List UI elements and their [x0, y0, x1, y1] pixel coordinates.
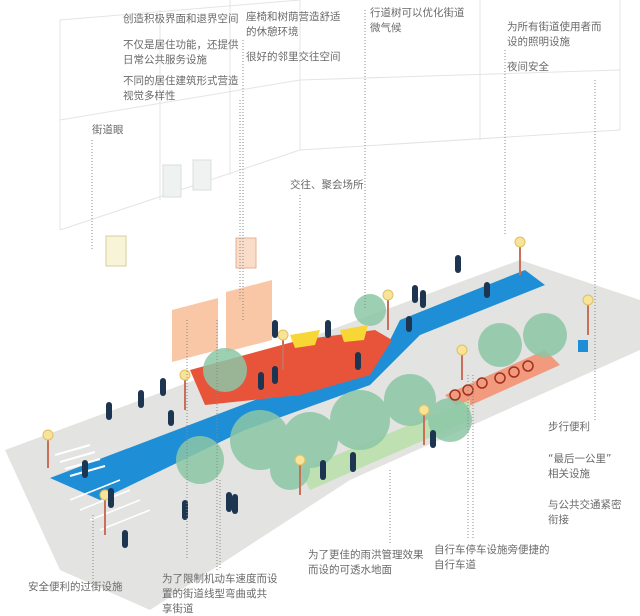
label-traffic-calming: 为了限制机动车速度而设置的街道线型弯曲或共享街道	[162, 573, 278, 615]
label-seating-shade: 座椅和树荫营造舒适的休憩环境	[246, 11, 341, 38]
label-last-mile: “最后一公里”相关设施	[548, 453, 612, 480]
umbrella	[290, 330, 320, 348]
shop-facade	[226, 280, 272, 352]
label-street-trees: 行道树可以优化街道微气候	[370, 7, 465, 34]
umbrella	[340, 325, 368, 342]
label-bike-lane: 自行车停车设施旁便捷的自行车道	[434, 544, 550, 571]
label-visual-diversity: 不同的居住建筑形式营造视觉多样性	[123, 75, 239, 102]
plaza	[190, 330, 392, 405]
window	[162, 164, 182, 198]
label-transit-link: 与公共交通紧密衔接	[548, 499, 622, 526]
street-lamps	[42, 236, 594, 535]
bicycles	[449, 360, 534, 401]
label-neighborhood: 很好的邻里交往空间	[246, 51, 341, 63]
rain-garden	[300, 400, 470, 490]
label-lighting: 为所有街道使用者而设的照明设施	[507, 21, 602, 48]
label-permeable-ground: 为了更佳的雨洪管理效果而设的可透水地面	[308, 549, 424, 576]
bike-parking-area	[445, 350, 560, 410]
transit-sign	[578, 340, 588, 352]
shop-facade	[172, 298, 218, 362]
label-eyes-on-street: 街道眼	[92, 124, 124, 136]
crosswalk	[54, 444, 106, 477]
label-crossing: 安全便利的过街设施	[28, 581, 123, 593]
label-night-safety: 夜间安全	[507, 61, 549, 73]
window-lit	[105, 235, 127, 267]
label-active-frontage: 创造积极界面和退界空间	[123, 13, 239, 25]
window-lit	[235, 237, 257, 269]
label-walkability: 步行便利	[548, 421, 590, 433]
label-gathering: 交往、聚会场所	[290, 179, 364, 191]
label-public-services: 不仅是居住功能，还提供日常公共服务设施	[123, 39, 239, 66]
leader-lines	[91, 10, 596, 580]
window	[192, 159, 212, 191]
